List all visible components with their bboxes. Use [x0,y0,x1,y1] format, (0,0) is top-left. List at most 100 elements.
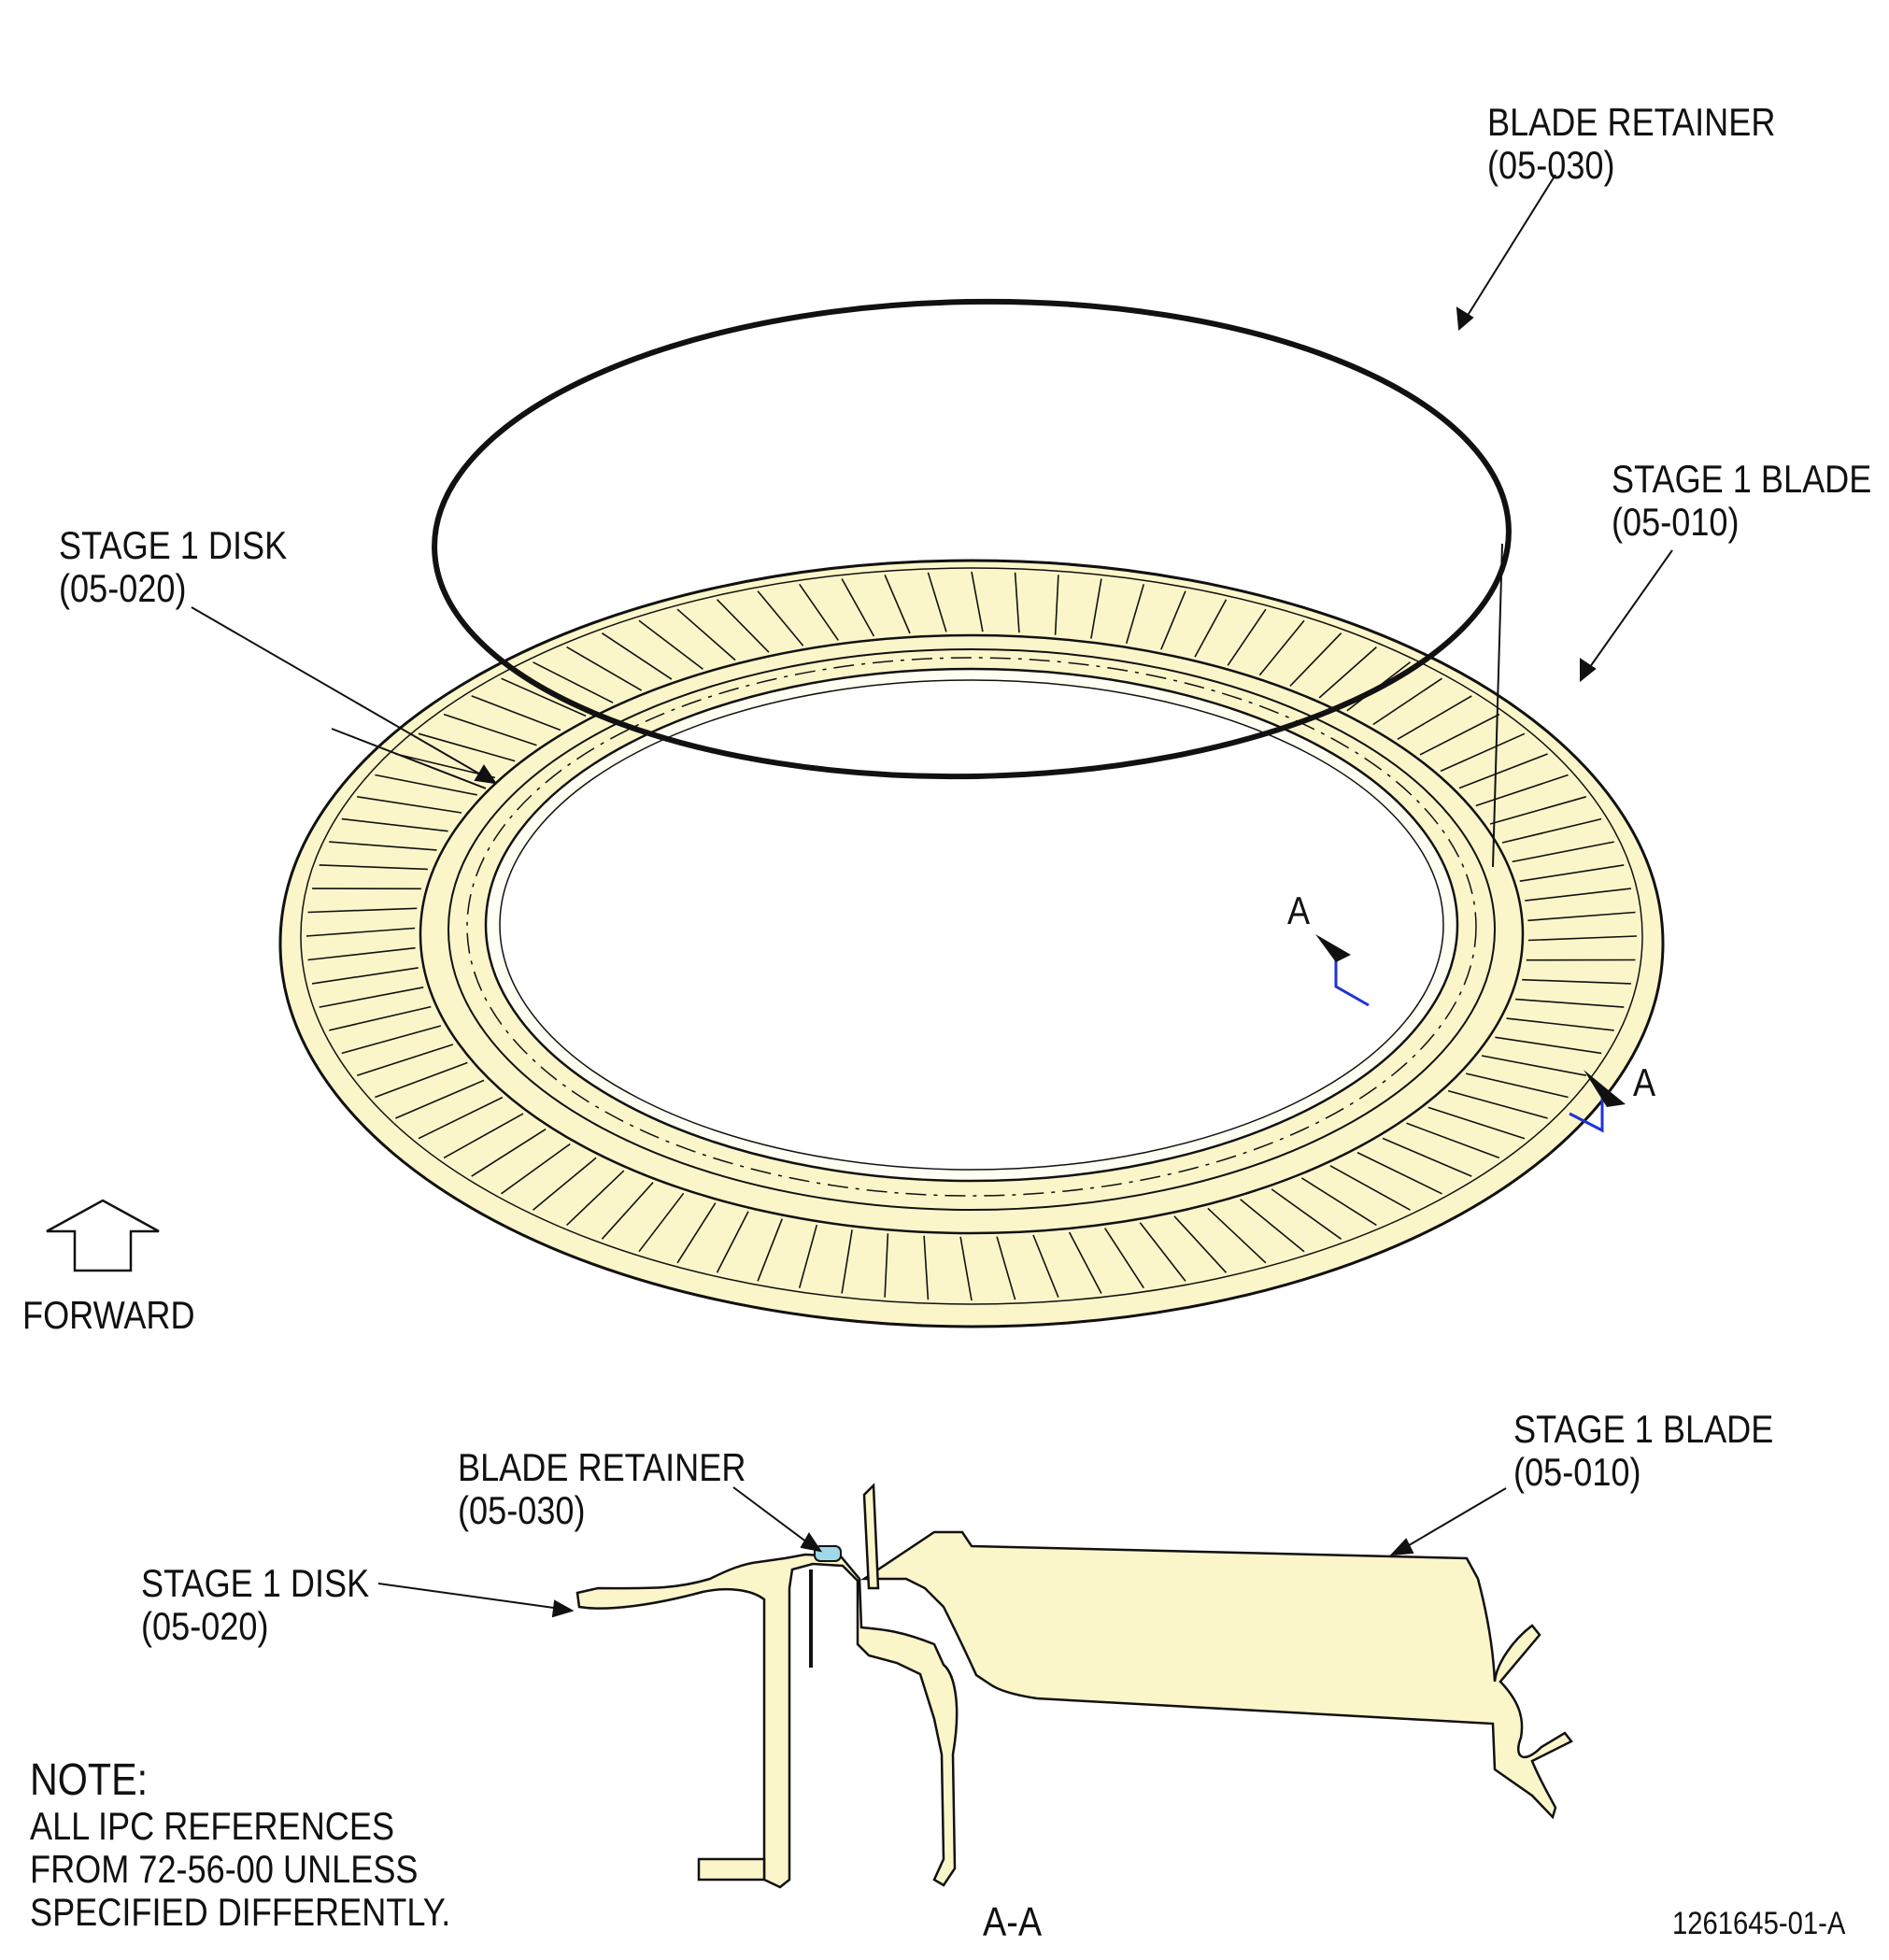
label-ref: (05-030) [1487,143,1615,187]
blade-line [1372,677,1442,726]
blade-line [927,572,947,632]
blade-line [566,646,643,691]
blade-line [566,1170,625,1226]
blade-line [798,1224,818,1288]
label-stage1-blade-section: STAGE 1 BLADE (05-010) [1513,1408,1773,1494]
blade-line [716,1211,749,1273]
blade-line [757,590,804,646]
leader-stage1-disk-2 [331,728,487,789]
blade-line [329,1005,432,1031]
blade-line [884,574,911,634]
blade-line [1068,1231,1102,1294]
section-letter-upper: A [1287,888,1311,932]
leader-lines-section [377,1486,1507,1618]
blade-line [996,1236,1016,1300]
label-stage1-disk-section: STAGE 1 DISK (05-020) [141,1562,369,1648]
blade-line [1506,1017,1614,1031]
blade-line [307,907,418,914]
blade-line [841,1229,853,1294]
blade-line [418,1096,504,1140]
note-heading: NOTE: [30,1755,149,1805]
blade-retainer-section [814,1545,842,1562]
note-block: NOTE: ALL IPC REFERENCES FROM 72-56-00 U… [30,1756,450,1934]
label-blade-retainer-section: BLADE RETAINER (05-030) [458,1446,746,1532]
blade-line [1525,888,1631,902]
blade-line [971,571,984,632]
blade-line [1527,911,1636,922]
label-name: STAGE 1 DISK [141,1561,370,1605]
blade-line [1258,619,1305,676]
blade-line [716,599,770,653]
section-view-title: A-A [983,1899,1043,1945]
blade-line [311,967,419,985]
blade-line [307,946,416,961]
blade-line [341,817,448,832]
blade-line [1489,796,1587,825]
section-aa-drawing [575,1483,1573,1889]
stage1-blade-section [859,1530,1573,1820]
blade-line [601,1182,654,1240]
blade-line [418,732,516,762]
disk-bore-inner [499,679,1444,1171]
leader-stage1-blade-section [1399,1487,1507,1552]
label-stage1-blade-top: STAGE 1 BLADE (05-010) [1612,458,1871,544]
blade-line [443,1113,524,1159]
section-marker-lower [1569,1070,1626,1133]
blade-line [1515,998,1625,1008]
blade-line [1458,753,1548,789]
blade-line [1329,1165,1411,1211]
stage1-disk-section [575,1553,959,1889]
section-letter-lower: A [1633,1060,1656,1104]
blade-line [305,927,416,937]
blade-line [1382,1137,1472,1177]
forward-arrow-icon [46,1199,160,1272]
label-name: STAGE 1 BLADE [1612,457,1872,501]
blade-line [1014,572,1020,633]
label-ref: (05-020) [59,566,187,610]
blade-line [799,583,839,641]
blade-line [1427,1106,1526,1140]
blade-array [305,571,1638,1301]
note-line-1: ALL IPC REFERENCES [30,1804,395,1848]
leader-vertical-blade [1492,543,1503,868]
blade-line [1397,695,1472,740]
blade-retainer-ring [432,298,1512,780]
blade-line [471,1129,547,1177]
disk-bore-foot [697,1857,766,1882]
label-blade-retainer-top: BLADE RETAINER (05-030) [1487,101,1775,187]
blade-line [1419,713,1500,756]
blade-line [1054,575,1059,635]
blade-line [841,578,875,637]
blade-line [884,1233,889,1298]
blade-line [329,841,437,851]
leader-stage1-blade [1580,549,1673,681]
label-name: STAGE 1 DISK [59,523,288,567]
blade-line [1522,978,1631,985]
blade-line [1512,841,1614,863]
blade-line [356,1044,454,1076]
label-ref: (05-020) [141,1604,269,1648]
blade-line [533,661,614,703]
blade-line [443,713,537,746]
blade-line [1447,1089,1548,1119]
blade-line [1271,1188,1342,1240]
label-name: STAGE 1 BLADE [1513,1407,1774,1451]
blade-line [1139,1222,1186,1282]
blade-line [357,796,462,814]
figure-number: 1261645-01-A [1672,1906,1846,1941]
section-marker-upper [1315,934,1370,1007]
label-ref: (05-010) [1612,500,1740,544]
blade-line [638,1192,685,1253]
blade-line [1481,1055,1586,1076]
blade-line [1207,1207,1267,1264]
blade-line [1240,1199,1305,1253]
blade-line [638,619,703,670]
leader-stage1-disk-section [377,1583,561,1610]
blade-line [1440,732,1526,773]
blade-line [1466,1072,1569,1099]
blade-root-fin [862,1483,880,1590]
blade-line [601,632,673,680]
note-line-3: SPECIFIED DIFFERENTLY. [30,1890,451,1934]
label-ref: (05-030) [458,1488,586,1532]
blade-line [1501,817,1602,844]
